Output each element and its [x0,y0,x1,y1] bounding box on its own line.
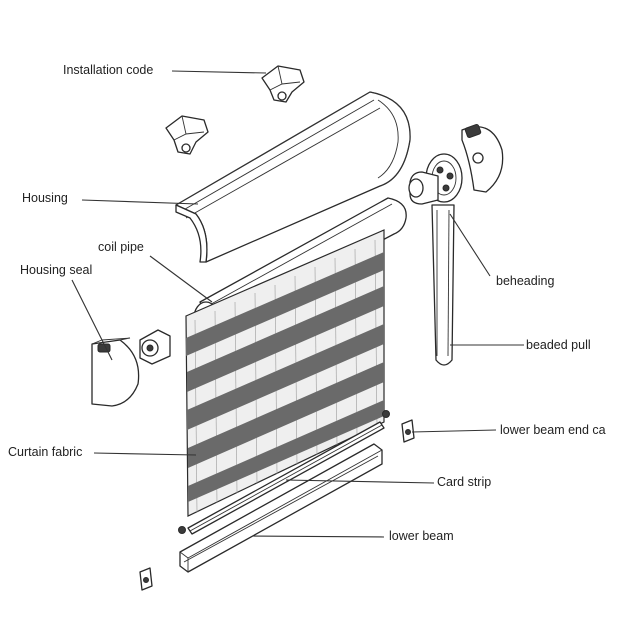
leader-lower-beam-end-cap [411,429,497,433]
label-installation-code: Installation code [63,63,154,77]
label-beaded-pull: beaded pull [526,338,591,352]
leader-housing-seal [71,279,113,361]
housing-seal [91,337,140,407]
label-lower-beam: lower beam [389,529,454,543]
leader-installation-code [171,70,267,74]
fabric-stripe [186,252,384,356]
card-strip [178,410,390,535]
fabric-stripe [187,286,384,392]
fabric-stripe [188,362,384,468]
label-housing: Housing [22,191,68,205]
housing [175,91,411,263]
label-housing-seal: Housing seal [20,263,93,277]
end-bracket-right [461,123,504,193]
lower-beam [179,443,383,573]
installation-bracket-right [261,65,305,103]
leader-coil-pipe [149,255,213,303]
installation-bracket-left [165,115,209,155]
leader-lines [71,70,524,538]
leader-beheading [449,213,491,277]
leader-curtain-fabric [93,452,197,456]
leader-card-strip [285,479,435,484]
label-beheading: beheading [496,274,555,288]
lower-beam-end-cap-right [401,419,415,443]
label-lower-beam-end-cap: lower beam end ca [500,423,606,437]
fabric-stripe [187,324,384,430]
beaded-pull-chain [431,204,455,366]
label-card-strip: Card strip [437,475,492,489]
leader-housing [81,199,199,205]
leader-lower-beam [251,535,385,538]
fabric-stripe [188,400,384,502]
end-plug-left [139,329,171,365]
label-coil-pipe: coil pipe [98,240,144,254]
control-unit [408,153,463,205]
curtain-fabric [185,229,385,517]
lower-beam-end-cap-left [139,567,153,591]
label-curtain-fabric: Curtain fabric [8,445,83,459]
